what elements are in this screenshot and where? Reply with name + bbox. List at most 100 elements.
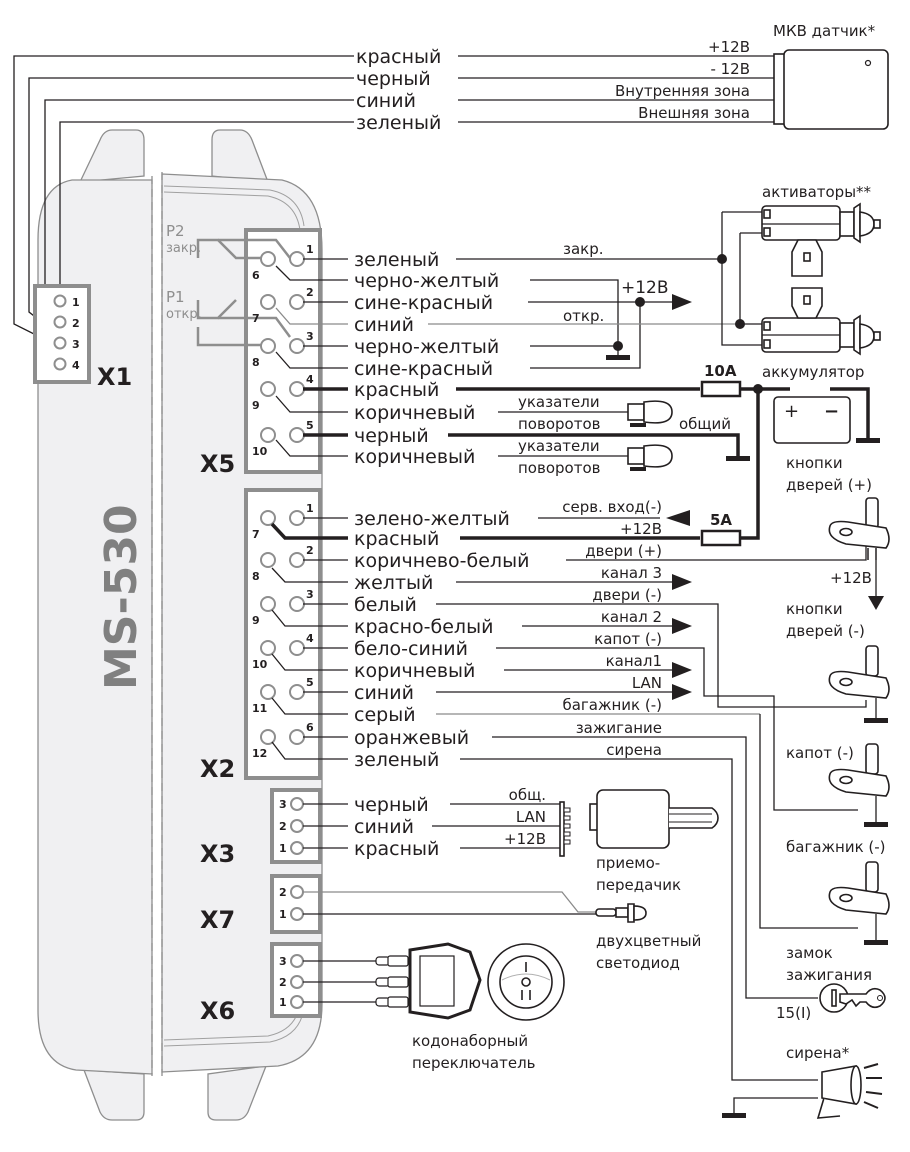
siren: сирена*: [722, 1044, 883, 1119]
signal-trunk: багажник (-): [562, 696, 662, 714]
door-switch-icon: [828, 645, 890, 699]
x3-pin-2: 2: [279, 820, 287, 833]
x5-wire-labels: зеленый черно-желтый сине-красный синий …: [354, 249, 499, 468]
x5-pin-2: [289, 294, 305, 310]
turn-signal-2-label-line1: указатели: [518, 437, 600, 455]
x2-pin-number-12: 12: [252, 747, 267, 760]
transceiver-label-line1: приемо-: [596, 854, 660, 872]
relays: [196, 238, 292, 347]
x5-pin-number-9: 9: [252, 399, 260, 412]
led-label-line1: двухцветный: [596, 932, 701, 950]
signal-plus12: +12В: [620, 520, 662, 538]
mkv-wire-red-label: красный: [356, 46, 441, 68]
x2-pin-number-7: 7: [252, 528, 260, 541]
x3-wire-1: красный: [354, 838, 439, 860]
x2-pin-number-9: 9: [252, 614, 260, 627]
x5-pin-1: [289, 251, 305, 267]
signal-siren: сирена: [606, 741, 662, 759]
x5-wiring: [275, 258, 348, 457]
central-lock-wiring: закр. откр. +12В: [428, 211, 762, 369]
x3-pin-1: 1: [279, 842, 287, 855]
mkv-wire-black-label: черный: [356, 68, 431, 90]
x5-pin-number-3: 3: [306, 330, 314, 343]
x6-label: X6: [200, 997, 235, 1025]
x2-pin-number-3: 3: [306, 588, 314, 601]
x2-wire-10: коричневый: [354, 660, 475, 682]
door-minus-label-line2: дверей (-): [786, 622, 865, 640]
transceiver-label-line2: передачик: [596, 876, 681, 894]
signal-service-input: серв. вход(-): [562, 498, 662, 516]
door-switch-icon: [828, 497, 890, 560]
x5-wire-10: коричневый: [354, 446, 475, 468]
lock-plus12-label: +12В: [621, 278, 669, 298]
door-plus-label-line1: кнопки: [786, 454, 843, 472]
bulb-icon: [627, 400, 673, 427]
actuator-bottom: [761, 287, 881, 356]
x5-pin-6: [260, 251, 276, 267]
x2-pin-number-2: 2: [306, 544, 314, 557]
bicolor-led: двухцветный светодиод: [595, 903, 701, 972]
signal-hood: капот (-): [594, 630, 662, 648]
close-signal-label: закр.: [563, 240, 604, 258]
x5-wire-1: зеленый: [354, 249, 439, 271]
mkv-sensor-device: МКВ датчик*: [773, 22, 889, 130]
x2-wire-1: зелено-желтый: [354, 508, 510, 530]
signal-doors-minus: двери (-): [592, 586, 662, 604]
signal-ignition: зажигание: [576, 719, 662, 737]
x7-pin-2: 2: [279, 886, 287, 899]
door-switch-icon: [828, 861, 890, 915]
mkv-sensor-title: МКВ датчик*: [773, 22, 876, 40]
x5-pin-3: [289, 338, 305, 354]
x2-pin-11: [260, 684, 276, 700]
x1-pin-3: 3: [72, 338, 80, 351]
key-icon: [819, 983, 886, 1013]
fuse-5a: [700, 529, 742, 547]
x2-pin-number-5: 5: [306, 676, 314, 689]
x2-pin-12: [260, 729, 276, 745]
x2-pin-1: [289, 510, 305, 526]
signal-channel-1: канал1: [606, 652, 662, 670]
relay-p1-function: откр.: [166, 307, 202, 322]
x2-pin-number-8: 8: [252, 570, 260, 583]
x3-signal-plus12: +12В: [504, 830, 546, 848]
x2-wire-6: оранжевый: [354, 727, 469, 749]
x1-pin-1: 1: [72, 296, 80, 309]
x2-pin-7: [260, 510, 276, 526]
x2-pin-number-1: 1: [306, 502, 314, 515]
siren-label: сирена*: [786, 1044, 850, 1062]
x5-wire-3: черно-желтый: [354, 336, 499, 358]
x3-signal-common: общ.: [509, 786, 546, 804]
x5-pin-number-10: 10: [252, 445, 268, 458]
signal-lan: LAN: [632, 674, 662, 692]
fuse-5a-label: 5А: [710, 511, 732, 529]
bulb-icon: [627, 444, 673, 471]
x5-pin-number-2: 2: [306, 286, 314, 299]
x2-wire-12: зеленый: [354, 749, 439, 771]
x3-wire-2: синий: [354, 816, 414, 838]
trunk-label: багажник (-): [786, 838, 886, 856]
fuse-10a: [700, 380, 742, 398]
common-ground-label: общий: [679, 415, 731, 433]
relay-p2-label: P2: [166, 222, 185, 240]
x1-pin-2: 2: [72, 317, 80, 330]
x1-pin-4: 4: [72, 359, 80, 372]
mkv-sensor-wiring: красный черный синий зеленый +12В - 12В …: [13, 38, 777, 346]
x5-pin-number-7: 7: [252, 312, 260, 325]
fuse-10a-label: 10А: [704, 362, 737, 380]
x2-pin-number-4: 4: [306, 632, 314, 645]
trunk-switch: багажник (-): [786, 838, 890, 945]
x5-pin-5: [289, 427, 305, 443]
door-plus-12v-label: +12В: [830, 569, 872, 587]
x5-pin-number-1: 1: [306, 243, 314, 256]
x2-wire-7: красный: [354, 528, 439, 550]
code-switch-label-line1: кодонаборный: [412, 1032, 528, 1050]
x2-wire-11: серый: [354, 704, 416, 726]
code-switch: кодонаборный переключатель: [375, 942, 565, 1072]
x2-pin-4: [289, 640, 305, 656]
door-button-plus: кнопки дверей (+) +12В: [786, 454, 890, 610]
x2-pin-number-11: 11: [252, 702, 267, 715]
turn-signal-2-label-line2: поворотов: [518, 459, 600, 477]
door-minus-label-line1: кнопки: [786, 600, 843, 618]
x2-wire-4: бело-синий: [354, 638, 468, 660]
